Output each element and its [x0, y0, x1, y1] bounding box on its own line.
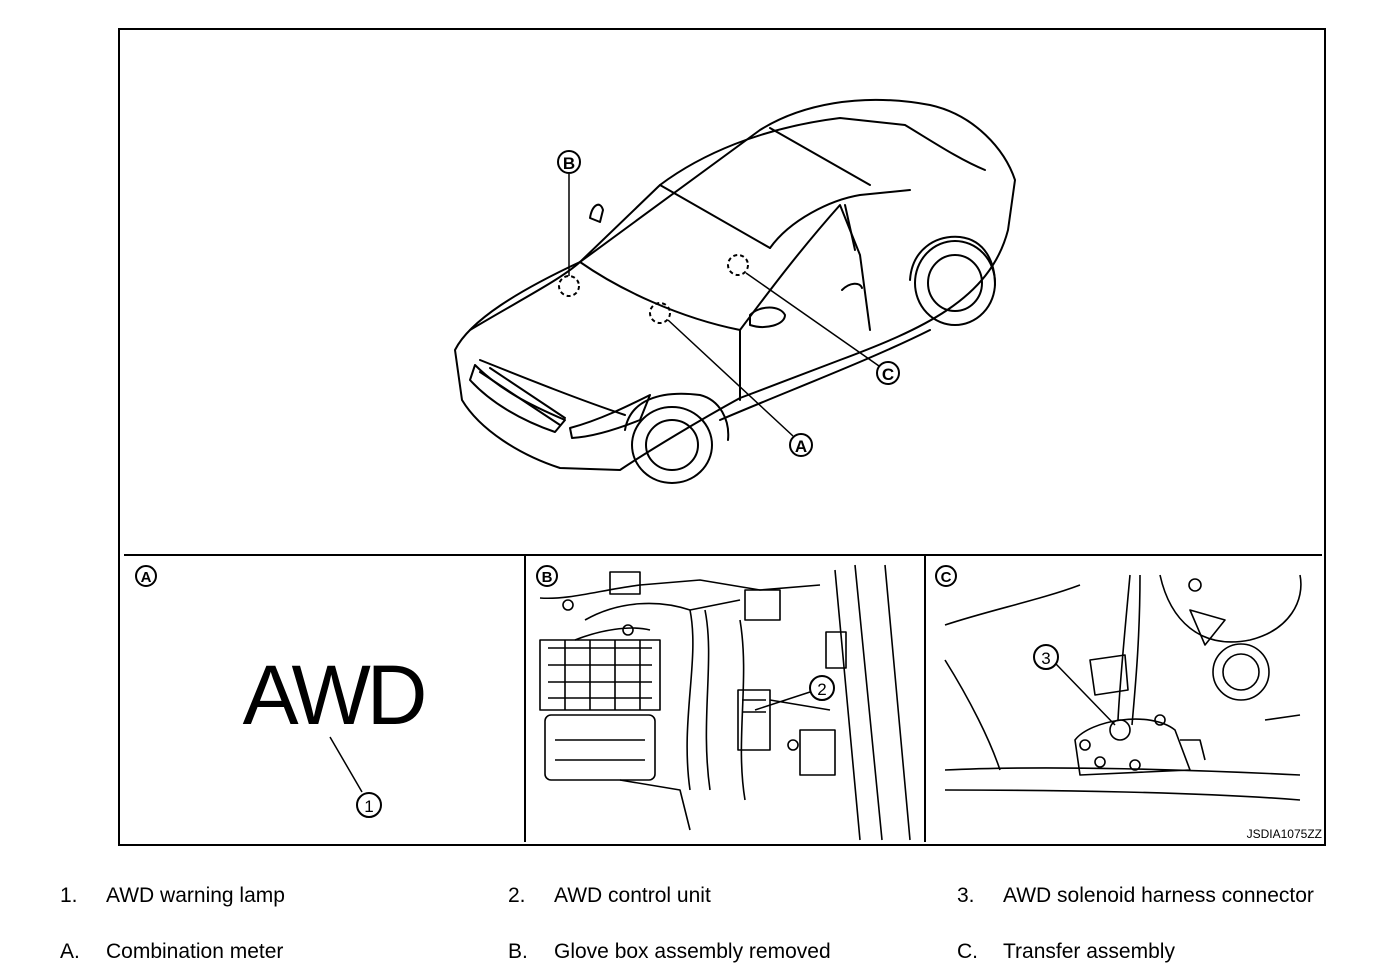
- front-wheel: [631, 406, 713, 484]
- legend-item-2: 2.AWD control unit: [508, 884, 711, 907]
- panel-C-label: C: [935, 565, 957, 587]
- transfer-port: [1212, 643, 1270, 701]
- transfer-area-drawing: [944, 574, 1302, 801]
- legend-item-1: 1.AWD warning lamp: [60, 884, 285, 907]
- panel-A-label: A: [135, 565, 157, 587]
- panel-B-label: B: [536, 565, 558, 587]
- location-circle-A: [649, 302, 671, 324]
- callout-2: 2: [809, 675, 835, 701]
- car-body-outline: [454, 98, 1016, 471]
- awd-control-unit: [737, 689, 771, 751]
- location-circle-B: [558, 275, 580, 297]
- callout-A-main: A: [789, 433, 813, 457]
- svg-text:3: 3: [1041, 649, 1050, 668]
- awd-warning-lamp: AWD: [243, 648, 424, 742]
- svg-text:A: A: [141, 569, 152, 586]
- svg-text:B: B: [542, 569, 553, 586]
- svg-text:2: 2: [817, 680, 826, 699]
- svg-text:C: C: [882, 365, 894, 384]
- callout-C-main: C: [876, 361, 900, 385]
- legend-item-C: C.Transfer assembly: [957, 940, 1175, 963]
- callout-B-main: B: [557, 150, 581, 174]
- figure-frame: [118, 28, 1326, 846]
- figure-id: JSDIA1075ZZ: [1247, 827, 1322, 841]
- car-roof: [579, 117, 986, 263]
- callout-3: 3: [1033, 644, 1059, 670]
- location-circle-C: [727, 254, 749, 276]
- legend-item-A: A.Combination meter: [60, 940, 284, 963]
- glove-box-area-drawing: [539, 564, 911, 841]
- svg-text:C: C: [941, 569, 952, 586]
- legend-item-B: B.Glove box assembly removed: [508, 940, 831, 963]
- callout-1: 1: [356, 792, 382, 818]
- svg-text:1: 1: [364, 797, 373, 816]
- legend-item-3: 3.AWD solenoid harness connector: [957, 884, 1314, 907]
- svg-text:B: B: [563, 154, 575, 173]
- svg-text:A: A: [795, 437, 807, 456]
